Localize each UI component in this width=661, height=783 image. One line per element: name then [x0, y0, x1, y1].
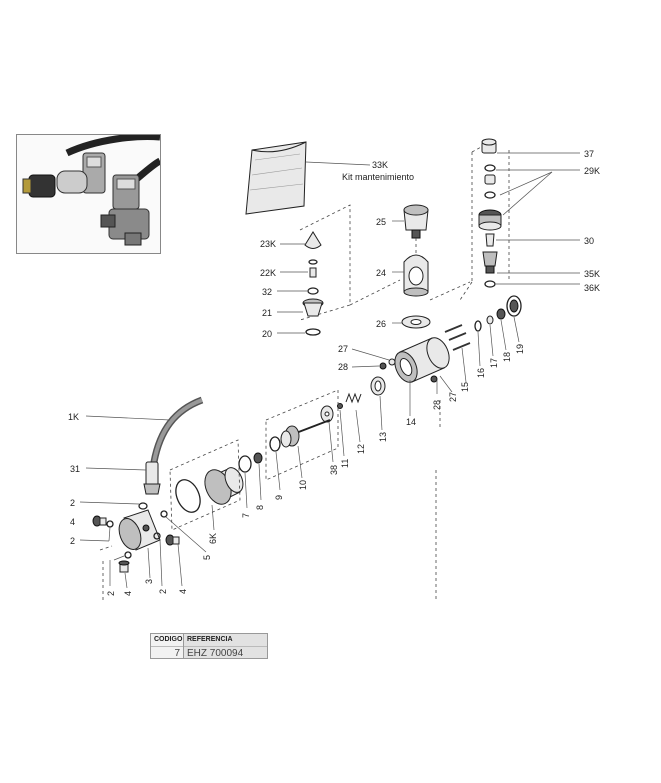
part-21	[302, 298, 324, 317]
reference-column: REFERENCIA EHZ 700094	[184, 634, 267, 659]
label-8: 8	[255, 505, 265, 510]
part-valve-seat	[482, 251, 498, 274]
label-38: 38	[329, 465, 339, 475]
label-6K: 6K	[208, 533, 218, 544]
part-26	[401, 315, 431, 329]
label-kit-mantenimiento: Kit mantenimiento	[342, 172, 414, 182]
label-26: 26	[376, 319, 386, 329]
code-header: CODIGO	[151, 634, 183, 647]
label-28-lower: 28	[432, 400, 442, 410]
label-12: 12	[356, 444, 366, 454]
part-6K	[175, 467, 244, 513]
label-28-upper: 28	[338, 362, 348, 372]
reference-header: REFERENCIA	[184, 634, 267, 647]
part-25	[403, 204, 429, 239]
label-2-d: 2	[106, 591, 116, 596]
label-18: 18	[502, 352, 512, 362]
part-3-hp-body	[118, 509, 161, 551]
maintenance-kit-bag	[245, 141, 307, 215]
label-36K: 36K	[584, 283, 600, 293]
label-2-a: 2	[70, 498, 75, 508]
label-1K: 1K	[68, 412, 79, 422]
reference-table: CODIGO 7 REFERENCIA EHZ 700094	[150, 633, 268, 659]
label-20: 20	[262, 329, 272, 339]
label-19: 19	[515, 344, 525, 354]
label-25: 25	[376, 217, 386, 227]
regulator-photo-drawing	[22, 133, 162, 246]
regulator-photo	[16, 133, 162, 254]
part-14-body	[394, 337, 450, 383]
code-value: 7	[174, 648, 180, 659]
part-23K	[304, 231, 322, 249]
label-5: 5	[202, 555, 212, 560]
label-10: 10	[298, 480, 308, 490]
part-13	[370, 376, 386, 396]
part-29K-rings	[484, 164, 496, 199]
reference-value: EHZ 700094	[187, 648, 244, 659]
part-1K-hose	[143, 396, 204, 495]
label-33K: 33K	[372, 160, 388, 170]
label-7: 7	[241, 513, 251, 518]
part-4-plug	[165, 534, 180, 546]
label-21: 21	[262, 308, 272, 318]
part-10-stem	[280, 419, 331, 448]
label-22K: 22K	[260, 268, 276, 278]
part-37	[481, 138, 497, 154]
label-11: 11	[340, 459, 350, 468]
label-14: 14	[406, 417, 416, 427]
label-4-c: 4	[123, 591, 133, 596]
label-32: 32	[262, 287, 272, 297]
label-2-b: 2	[70, 536, 75, 546]
label-24: 24	[376, 268, 386, 278]
label-29K: 29K	[584, 166, 600, 176]
label-2-c: 2	[158, 589, 168, 594]
part-24	[403, 254, 429, 297]
label-15: 15	[460, 382, 470, 392]
code-column: CODIGO 7	[151, 634, 184, 659]
part-first-stage-top	[478, 209, 502, 231]
label-23K: 23K	[260, 239, 276, 249]
label-35K: 35K	[584, 269, 600, 279]
part-4-plug-left	[92, 515, 107, 527]
label-9: 9	[274, 495, 284, 500]
part-12-spring	[345, 392, 362, 404]
label-27-upper: 27	[338, 344, 348, 354]
label-31: 31	[70, 464, 80, 474]
label-27-lower: 27	[448, 392, 458, 402]
label-17: 17	[489, 358, 499, 368]
label-37: 37	[584, 149, 594, 159]
label-16: 16	[476, 368, 486, 378]
label-30: 30	[584, 236, 594, 246]
part-4-plug-bottom	[118, 560, 130, 573]
label-13: 13	[378, 432, 388, 442]
part-38	[320, 405, 334, 423]
label-3: 3	[144, 579, 154, 584]
part-30	[485, 233, 495, 247]
label-4-a: 4	[70, 517, 75, 527]
label-4-b: 4	[178, 589, 188, 594]
